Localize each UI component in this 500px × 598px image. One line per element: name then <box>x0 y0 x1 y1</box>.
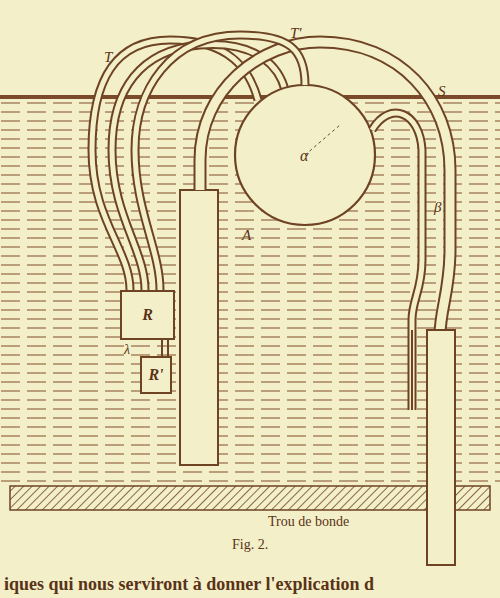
reservoir-box: R' <box>140 356 172 394</box>
letter-label: T <box>104 50 112 65</box>
node-label: R' <box>148 367 163 383</box>
inner-pipe <box>411 330 413 410</box>
connecting-tube <box>162 340 168 356</box>
node-label: R <box>142 307 153 323</box>
vertical-plate <box>180 190 218 465</box>
letter-label: λ <box>124 343 130 357</box>
letter-label: T' <box>290 26 302 41</box>
body-text-fragment: iques qui nous serviront à donner l'expl… <box>4 575 374 593</box>
radius-line <box>305 125 340 155</box>
letter-label: A <box>242 228 251 243</box>
letter-label: S <box>438 84 446 99</box>
part-name: Trou de bonde <box>268 515 349 529</box>
reservoir-box: R <box>120 290 175 340</box>
float-sphere <box>235 85 375 225</box>
floor <box>10 486 490 510</box>
letter-label: α <box>300 148 308 164</box>
tubes-inner <box>135 35 422 410</box>
letter-label: β <box>434 200 441 215</box>
figure-caption: Fig. 2. <box>232 538 268 552</box>
drain-pipe <box>427 330 455 565</box>
